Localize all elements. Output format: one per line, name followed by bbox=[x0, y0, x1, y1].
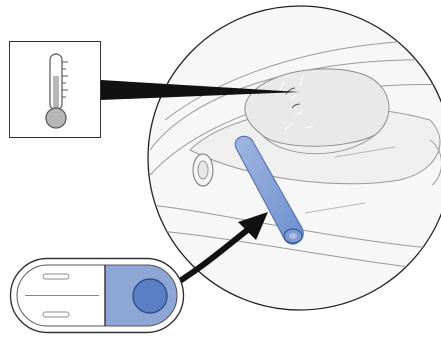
device-top-view bbox=[9, 257, 185, 334]
device-icon bbox=[9, 257, 185, 334]
sensor-detail-circle bbox=[148, 6, 441, 310]
thermometer-icon bbox=[10, 42, 102, 139]
temperature-callout bbox=[9, 41, 101, 138]
